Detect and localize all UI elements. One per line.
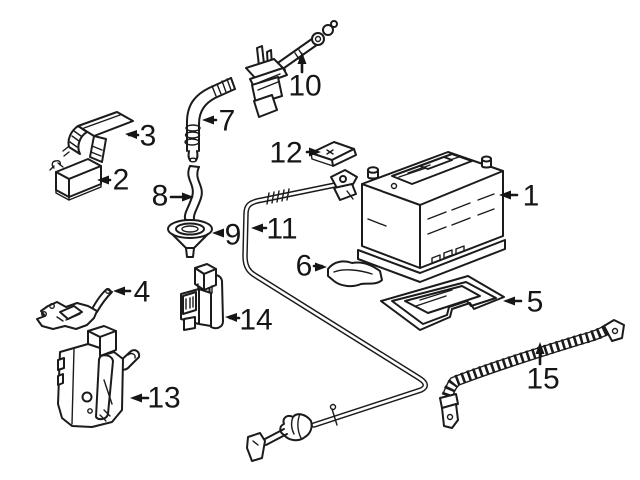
arrow-left-icon bbox=[225, 313, 237, 322]
callout-13-cable-housing[interactable]: 13 bbox=[130, 382, 181, 415]
callout-number[interactable]: 10 bbox=[288, 70, 321, 103]
callout-6-hold-down-clamp[interactable]: 6 bbox=[296, 250, 327, 283]
arrow-left-icon bbox=[503, 296, 515, 306]
arrow-up-icon bbox=[297, 52, 307, 64]
part-14-terminal-connector bbox=[180, 263, 224, 331]
callout-number[interactable]: 13 bbox=[147, 382, 180, 415]
cover-box-wire-clip bbox=[49, 160, 64, 171]
arrow-left-icon bbox=[499, 190, 511, 200]
part-2-cover-box bbox=[49, 158, 102, 201]
callout-2-cover-box[interactable]: 2 bbox=[97, 164, 129, 197]
cable-clip bbox=[329, 403, 338, 426]
part-10-terminal-rod-assembly bbox=[245, 20, 338, 118]
part-8-vent-hose bbox=[183, 165, 203, 222]
part-1-battery bbox=[357, 151, 506, 283]
arrow-left-icon bbox=[125, 130, 137, 139]
callout-4-mounting-bracket[interactable]: 4 bbox=[113, 276, 150, 309]
callout-number[interactable]: 4 bbox=[134, 276, 151, 309]
callout-number[interactable]: 1 bbox=[523, 180, 540, 213]
callout-number[interactable]: 2 bbox=[113, 164, 130, 197]
arrow-left-icon bbox=[212, 228, 224, 238]
callout-number[interactable]: 5 bbox=[527, 286, 544, 319]
part-15-ground-strap bbox=[439, 319, 625, 429]
part-9-vent-grommet bbox=[167, 219, 213, 258]
part-11-battery-cable bbox=[242, 169, 428, 462]
callout-number[interactable]: 15 bbox=[526, 363, 559, 396]
strap-left-lug bbox=[439, 393, 459, 429]
battery-vent-slots bbox=[367, 193, 495, 235]
part-6-hold-down-clamp bbox=[327, 260, 383, 288]
arrow-up-icon bbox=[535, 342, 545, 354]
callout-9-vent-grommet[interactable]: 9 bbox=[212, 219, 241, 252]
callout-10-terminal-rod-assembly[interactable]: 10 bbox=[288, 52, 322, 103]
callout-number[interactable]: 3 bbox=[140, 120, 157, 153]
part-5-battery-tray bbox=[380, 275, 505, 331]
callout-14-terminal-connector[interactable]: 14 bbox=[225, 304, 273, 337]
part-12-cover-plate bbox=[310, 141, 357, 167]
strap-right-lug bbox=[603, 319, 625, 342]
cable-end-lug bbox=[246, 428, 288, 462]
callout-12-cover-plate[interactable]: 12 bbox=[269, 137, 321, 170]
arrow-left-icon bbox=[251, 223, 263, 233]
part-13-cable-housing bbox=[57, 325, 141, 428]
callout-number[interactable]: 6 bbox=[296, 250, 313, 283]
callout-11-battery-cable[interactable]: 11 bbox=[251, 213, 298, 246]
callout-8-vent-hose[interactable]: 8 bbox=[152, 180, 194, 213]
arrow-left-icon bbox=[113, 286, 125, 296]
arrow-left-icon bbox=[202, 115, 214, 125]
battery-base-tabs bbox=[431, 245, 465, 264]
part-3-clamp-bracket bbox=[62, 111, 134, 171]
callout-1-battery[interactable]: 1 bbox=[499, 180, 539, 213]
callout-number[interactable]: 9 bbox=[225, 219, 242, 252]
arrow-left-icon bbox=[130, 393, 142, 403]
callout-number[interactable]: 12 bbox=[269, 137, 302, 170]
part-4-mounting-bracket bbox=[36, 288, 113, 330]
arrow-right-icon bbox=[182, 192, 194, 202]
battery-terminal-posts bbox=[367, 155, 492, 180]
arrow-right-icon bbox=[309, 147, 321, 157]
callout-7-vent-hose-elbow[interactable]: 7 bbox=[202, 105, 235, 138]
cable-corrugation bbox=[266, 188, 290, 205]
callout-number[interactable]: 8 bbox=[152, 180, 169, 213]
cable-boot bbox=[279, 413, 313, 442]
callout-5-battery-tray[interactable]: 5 bbox=[503, 286, 543, 319]
elbow-corrugation bbox=[211, 78, 232, 97]
arrow-right-icon bbox=[315, 262, 327, 272]
callout-number[interactable]: 14 bbox=[239, 304, 272, 337]
arrow-left-icon bbox=[97, 175, 109, 185]
callout-number[interactable]: 11 bbox=[266, 213, 297, 246]
cable-terminal-clamp bbox=[330, 169, 358, 201]
part-7-vent-hose-elbow bbox=[184, 77, 236, 163]
callout-number[interactable]: 7 bbox=[219, 105, 236, 138]
callout-3-clamp-bracket[interactable]: 3 bbox=[125, 120, 156, 153]
callout-15-ground-strap[interactable]: 15 bbox=[526, 342, 560, 396]
